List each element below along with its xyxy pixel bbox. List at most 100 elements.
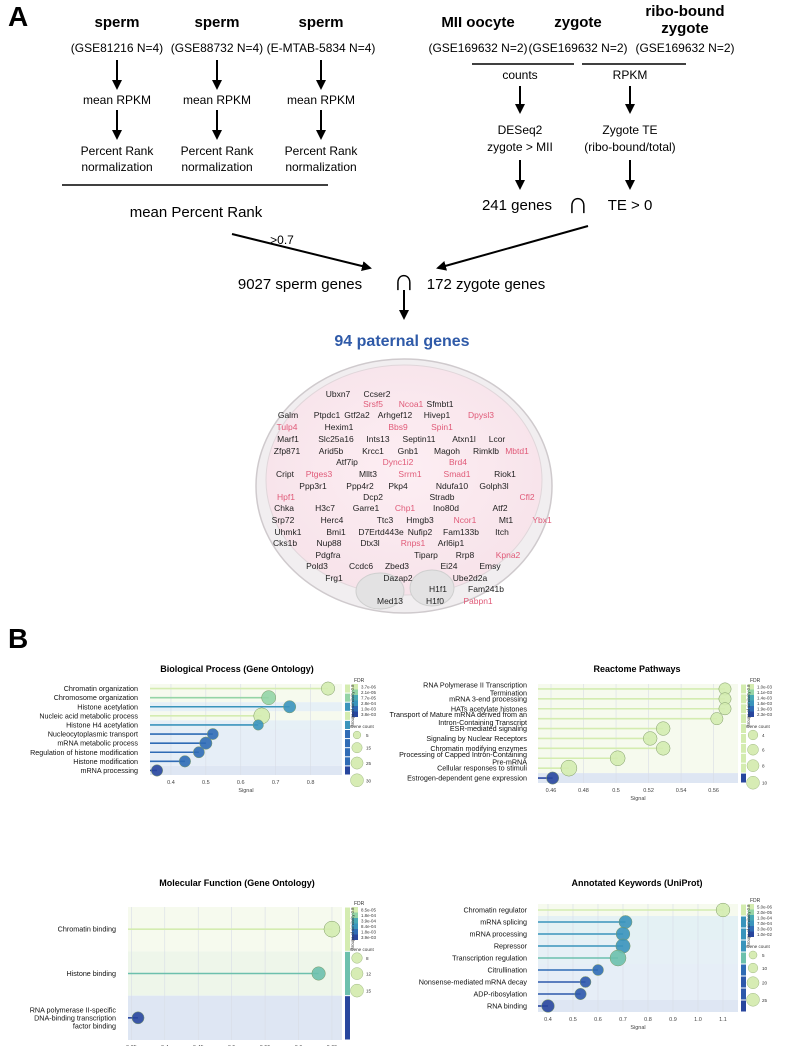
tick-label: 0.52 xyxy=(643,788,654,794)
fdr-swatch xyxy=(748,706,754,712)
group-strip xyxy=(741,988,746,1000)
group-strip xyxy=(741,940,746,952)
enrichment-charts: Biological Process (Gene Ontology) 0.4 0.5… xyxy=(30,664,773,1046)
tick-label: 0.4 xyxy=(544,1017,552,1023)
group-strip xyxy=(741,916,746,928)
gene-label: Arl6ip1 xyxy=(438,538,465,548)
size-legend-value: 15 xyxy=(366,989,372,994)
lollipop-point xyxy=(656,741,671,756)
lollipop-point xyxy=(321,681,335,696)
size-legend-circle xyxy=(747,729,759,741)
group-band xyxy=(538,940,738,964)
group-strip xyxy=(345,907,350,951)
tick-label: 1.0 xyxy=(694,1017,702,1023)
gene-label: Stradb xyxy=(429,492,454,502)
gene-label: Pdgfra xyxy=(315,550,340,560)
lollipop-point xyxy=(207,728,219,740)
fdr-value: 1.6e-03 xyxy=(757,701,772,706)
percent-rank-label: Percent Rank xyxy=(181,144,255,158)
size-legend-circle xyxy=(747,743,759,756)
sperm-dataset: (E-MTAB-5834 N=4) xyxy=(267,41,376,55)
sperm-title: sperm xyxy=(298,14,343,31)
chart-title: Biological Process (Gene Ontology) xyxy=(160,664,314,674)
gene-label: Spin1 xyxy=(431,422,453,432)
x-axis-label: Signal xyxy=(238,788,253,794)
group-strip xyxy=(741,684,746,694)
threshold-label: >0.7 xyxy=(270,233,294,247)
category-label: Chromatin organization xyxy=(64,684,138,693)
fdr-swatch xyxy=(352,689,358,695)
fdr-swatch xyxy=(748,695,754,701)
gene-label: Pold3 xyxy=(306,561,328,571)
group-strip xyxy=(345,693,350,702)
size-legend-value: 5 xyxy=(366,733,369,738)
oocyte-col-2: zygote (GSE169632 N=2) xyxy=(528,14,627,55)
group-band xyxy=(128,995,342,1040)
lollipop-point xyxy=(609,949,627,967)
lollipop-point xyxy=(323,920,341,938)
fdr-value: 1.4e-03 xyxy=(757,695,772,700)
category-label: RNA binding xyxy=(487,1002,527,1011)
category-label: Nucleocytoplasmic transport xyxy=(48,730,138,739)
gene-label: Ndufa10 xyxy=(436,481,468,491)
tick-label: 0.8 xyxy=(307,780,315,786)
size-legend-circle xyxy=(746,993,760,1007)
panel-b-label: B xyxy=(8,623,28,654)
lollipop-point xyxy=(261,690,277,705)
group-strip xyxy=(741,743,746,753)
group-strip xyxy=(741,694,746,704)
tick-label: 0.6 xyxy=(237,780,245,786)
size-legend-circle xyxy=(746,976,760,989)
fdr-swatch xyxy=(748,920,754,926)
gene-label: H1f0 xyxy=(426,596,444,606)
te-label-1: Zygote TE xyxy=(602,123,657,137)
size-legend-circle xyxy=(351,742,363,754)
ribo-title-2: zygote xyxy=(661,20,709,37)
zygote-genes: 172 zygote genes xyxy=(427,276,545,293)
fdr-value: 2.8e-04 xyxy=(361,701,376,706)
mean-rpkm-label: mean RPKM xyxy=(287,93,355,107)
gene-label: Dync1i2 xyxy=(383,457,414,467)
lollipop-point xyxy=(283,700,297,714)
gene-label: Arhgef12 xyxy=(378,410,413,420)
gene-label: Pkp4 xyxy=(388,481,408,491)
category-label: ESR-mediated signaling xyxy=(450,724,527,733)
group-strip xyxy=(345,702,350,711)
group-strip xyxy=(741,704,746,714)
fdr-value: 1.9e-03 xyxy=(757,706,772,711)
gene-label: Tiparp xyxy=(414,550,438,560)
group-strip xyxy=(741,763,746,773)
group-band xyxy=(150,684,342,703)
oocyte-title: MII oocyte xyxy=(441,14,514,31)
gene-label: Atf7ip xyxy=(336,457,358,467)
gene-label: Septin11 xyxy=(403,434,436,444)
gene-label: Itch xyxy=(495,527,509,537)
lollipop-point xyxy=(643,731,658,746)
fdr-legend-title: FDR xyxy=(354,678,365,684)
gene-label: Ino80d xyxy=(433,503,459,513)
fdr-swatch xyxy=(352,912,358,918)
mean-percent-rank: mean Percent Rank xyxy=(130,204,263,221)
tick-label: 0.6 xyxy=(594,1017,602,1023)
fdr-swatch xyxy=(748,909,754,915)
gene-label: Rnps1 xyxy=(401,538,426,548)
tick-label: 0.48 xyxy=(578,788,589,794)
fdr-swatch xyxy=(352,700,358,706)
gene-label: H3c7 xyxy=(315,503,335,513)
category-label: ADP-ribosylation xyxy=(473,990,527,999)
gene-label: Ptges3 xyxy=(306,469,333,479)
ribo-dataset: (GSE169632 N=2) xyxy=(635,41,734,55)
gene-label: Brd4 xyxy=(449,457,467,467)
size-legend-value: 10 xyxy=(762,781,768,786)
category-label: Histone binding xyxy=(66,969,116,978)
size-legend-value: 8 xyxy=(366,956,369,961)
group-strip xyxy=(741,928,746,940)
gene-label: Rimklb xyxy=(473,446,499,456)
panel-b: B Biological Process (Gene Ontology) 0.4 0… xyxy=(8,623,772,1046)
size-legend-value: 12 xyxy=(366,972,372,977)
sperm-dataset: (GSE81216 N=4) xyxy=(71,41,163,55)
rpkm-label: RPKM xyxy=(613,68,648,82)
fdr-legend-title: FDR xyxy=(354,901,365,907)
gene-label: Galm xyxy=(278,410,298,420)
